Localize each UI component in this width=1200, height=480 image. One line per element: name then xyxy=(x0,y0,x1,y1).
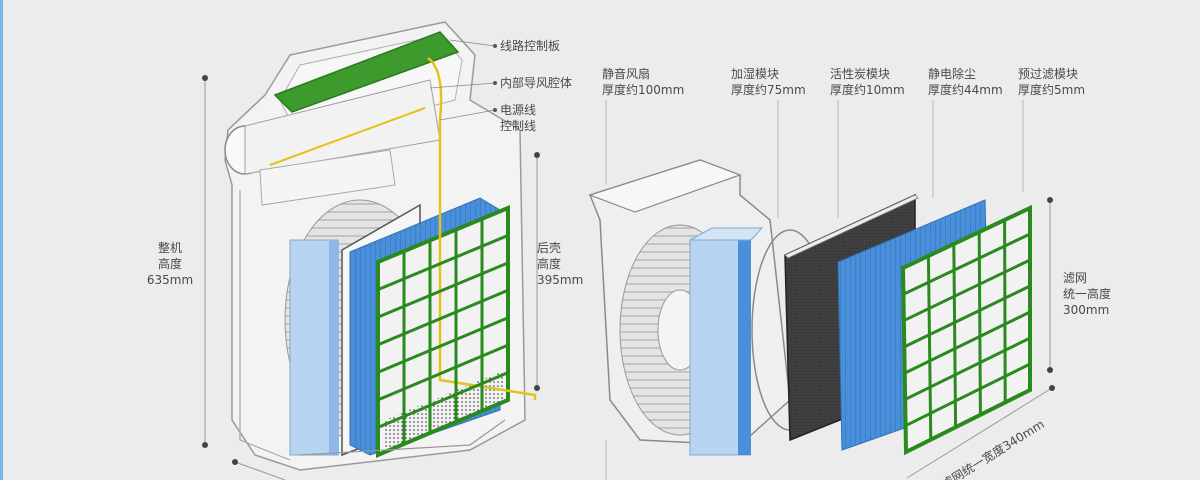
wire-signal xyxy=(269,107,426,166)
height-rear-value: 395mm xyxy=(537,273,584,287)
base-edge xyxy=(299,419,506,456)
height-total-line1: 整机 xyxy=(157,241,182,255)
height-dimension-rear xyxy=(534,152,540,391)
module-name: 静音风扇 xyxy=(602,67,651,81)
module-name: 预过滤模块 xyxy=(1018,67,1079,81)
height-dimension-total xyxy=(202,75,208,448)
pre-filter-grid xyxy=(376,205,510,459)
left-edge-accent xyxy=(0,0,3,480)
grid-bar xyxy=(1003,219,1007,403)
callout-air-duct: 内部导风腔体 xyxy=(500,76,573,90)
height-total-value: 635mm xyxy=(146,273,194,287)
filter-height-line1: 滤网 xyxy=(1063,271,1088,285)
grid-bar xyxy=(902,232,1031,296)
callout-dot xyxy=(493,44,497,48)
carbon-edge xyxy=(784,194,919,259)
callout-dot xyxy=(232,459,238,465)
module-thickness: 厚度约100mm xyxy=(602,83,685,97)
wire-icon xyxy=(427,56,537,400)
grid-bar xyxy=(926,255,933,440)
grid-bar xyxy=(903,258,1031,322)
fan-housing-top xyxy=(259,149,396,206)
filter-width-dimension xyxy=(906,385,1055,479)
module-thickness: 厚度约75mm xyxy=(731,83,806,97)
module-carbon-label: 活性炭模块 厚度约10mm xyxy=(830,66,905,98)
filter-height-value: 300mm xyxy=(1063,303,1110,317)
callout-dot xyxy=(493,81,497,85)
callout-dot xyxy=(493,108,497,112)
module-humidifier-label: 加湿模块 厚度约75mm xyxy=(731,66,806,98)
grid-bar xyxy=(904,336,1031,401)
module-prefilter-label: 预过滤模块 厚度约5mm xyxy=(1018,66,1085,98)
grid-bar xyxy=(377,316,509,374)
height-total-label: 整机 高度 635mm xyxy=(140,240,200,288)
height-rear-line2: 高度 xyxy=(537,257,562,271)
module-leaders xyxy=(605,100,1024,480)
callout-power-line: 电源线 xyxy=(500,103,537,117)
module-electrostatic-label: 静电除尘 厚度约44mm xyxy=(928,66,1003,98)
callout-control-line: 控制线 xyxy=(500,119,537,133)
filter-height-label: 滤网 统一高度 300mm xyxy=(1063,270,1111,318)
module-thickness: 厚度约5mm xyxy=(1018,83,1086,97)
height-rear-label: 后壳 高度 395mm xyxy=(537,240,583,288)
grid-bar xyxy=(377,343,509,402)
width-dimension-left xyxy=(234,461,286,480)
grid-bar xyxy=(903,284,1031,349)
exploded-unit xyxy=(588,159,1032,456)
filter-height-dimension xyxy=(1047,197,1053,373)
grid-bar xyxy=(377,288,509,347)
grid-bar xyxy=(377,234,509,291)
height-rear-line1: 后壳 xyxy=(537,241,562,255)
grid-bar xyxy=(377,371,509,429)
humidifier-edge xyxy=(329,240,339,455)
callout-control-board: 线路控制板 xyxy=(500,39,561,53)
humidifier-top xyxy=(689,227,764,241)
module-thickness: 厚度约10mm xyxy=(830,83,905,97)
assembled-unit xyxy=(224,21,537,471)
filter-height-line2: 统一高度 xyxy=(1063,287,1112,301)
assembled-leaders xyxy=(429,39,496,121)
module-name: 活性炭模块 xyxy=(830,67,891,81)
side-frame xyxy=(239,190,291,461)
fan-inlet xyxy=(588,159,742,213)
module-fan-label: 静音风扇 厚度约100mm xyxy=(602,66,684,98)
module-name: 静电除尘 xyxy=(928,67,977,81)
grid-bar xyxy=(977,231,982,415)
pre-filter-plate xyxy=(900,204,1032,456)
control-board xyxy=(273,31,460,113)
module-name: 加湿模块 xyxy=(731,67,780,81)
grid-bar xyxy=(904,310,1031,375)
module-thickness: 厚度约44mm xyxy=(928,83,1003,97)
grid-bar xyxy=(377,261,509,319)
grid-bar xyxy=(904,362,1031,428)
height-total-line2: 高度 xyxy=(157,257,182,271)
humidifier-side xyxy=(738,240,751,455)
grid-bar xyxy=(952,243,958,428)
